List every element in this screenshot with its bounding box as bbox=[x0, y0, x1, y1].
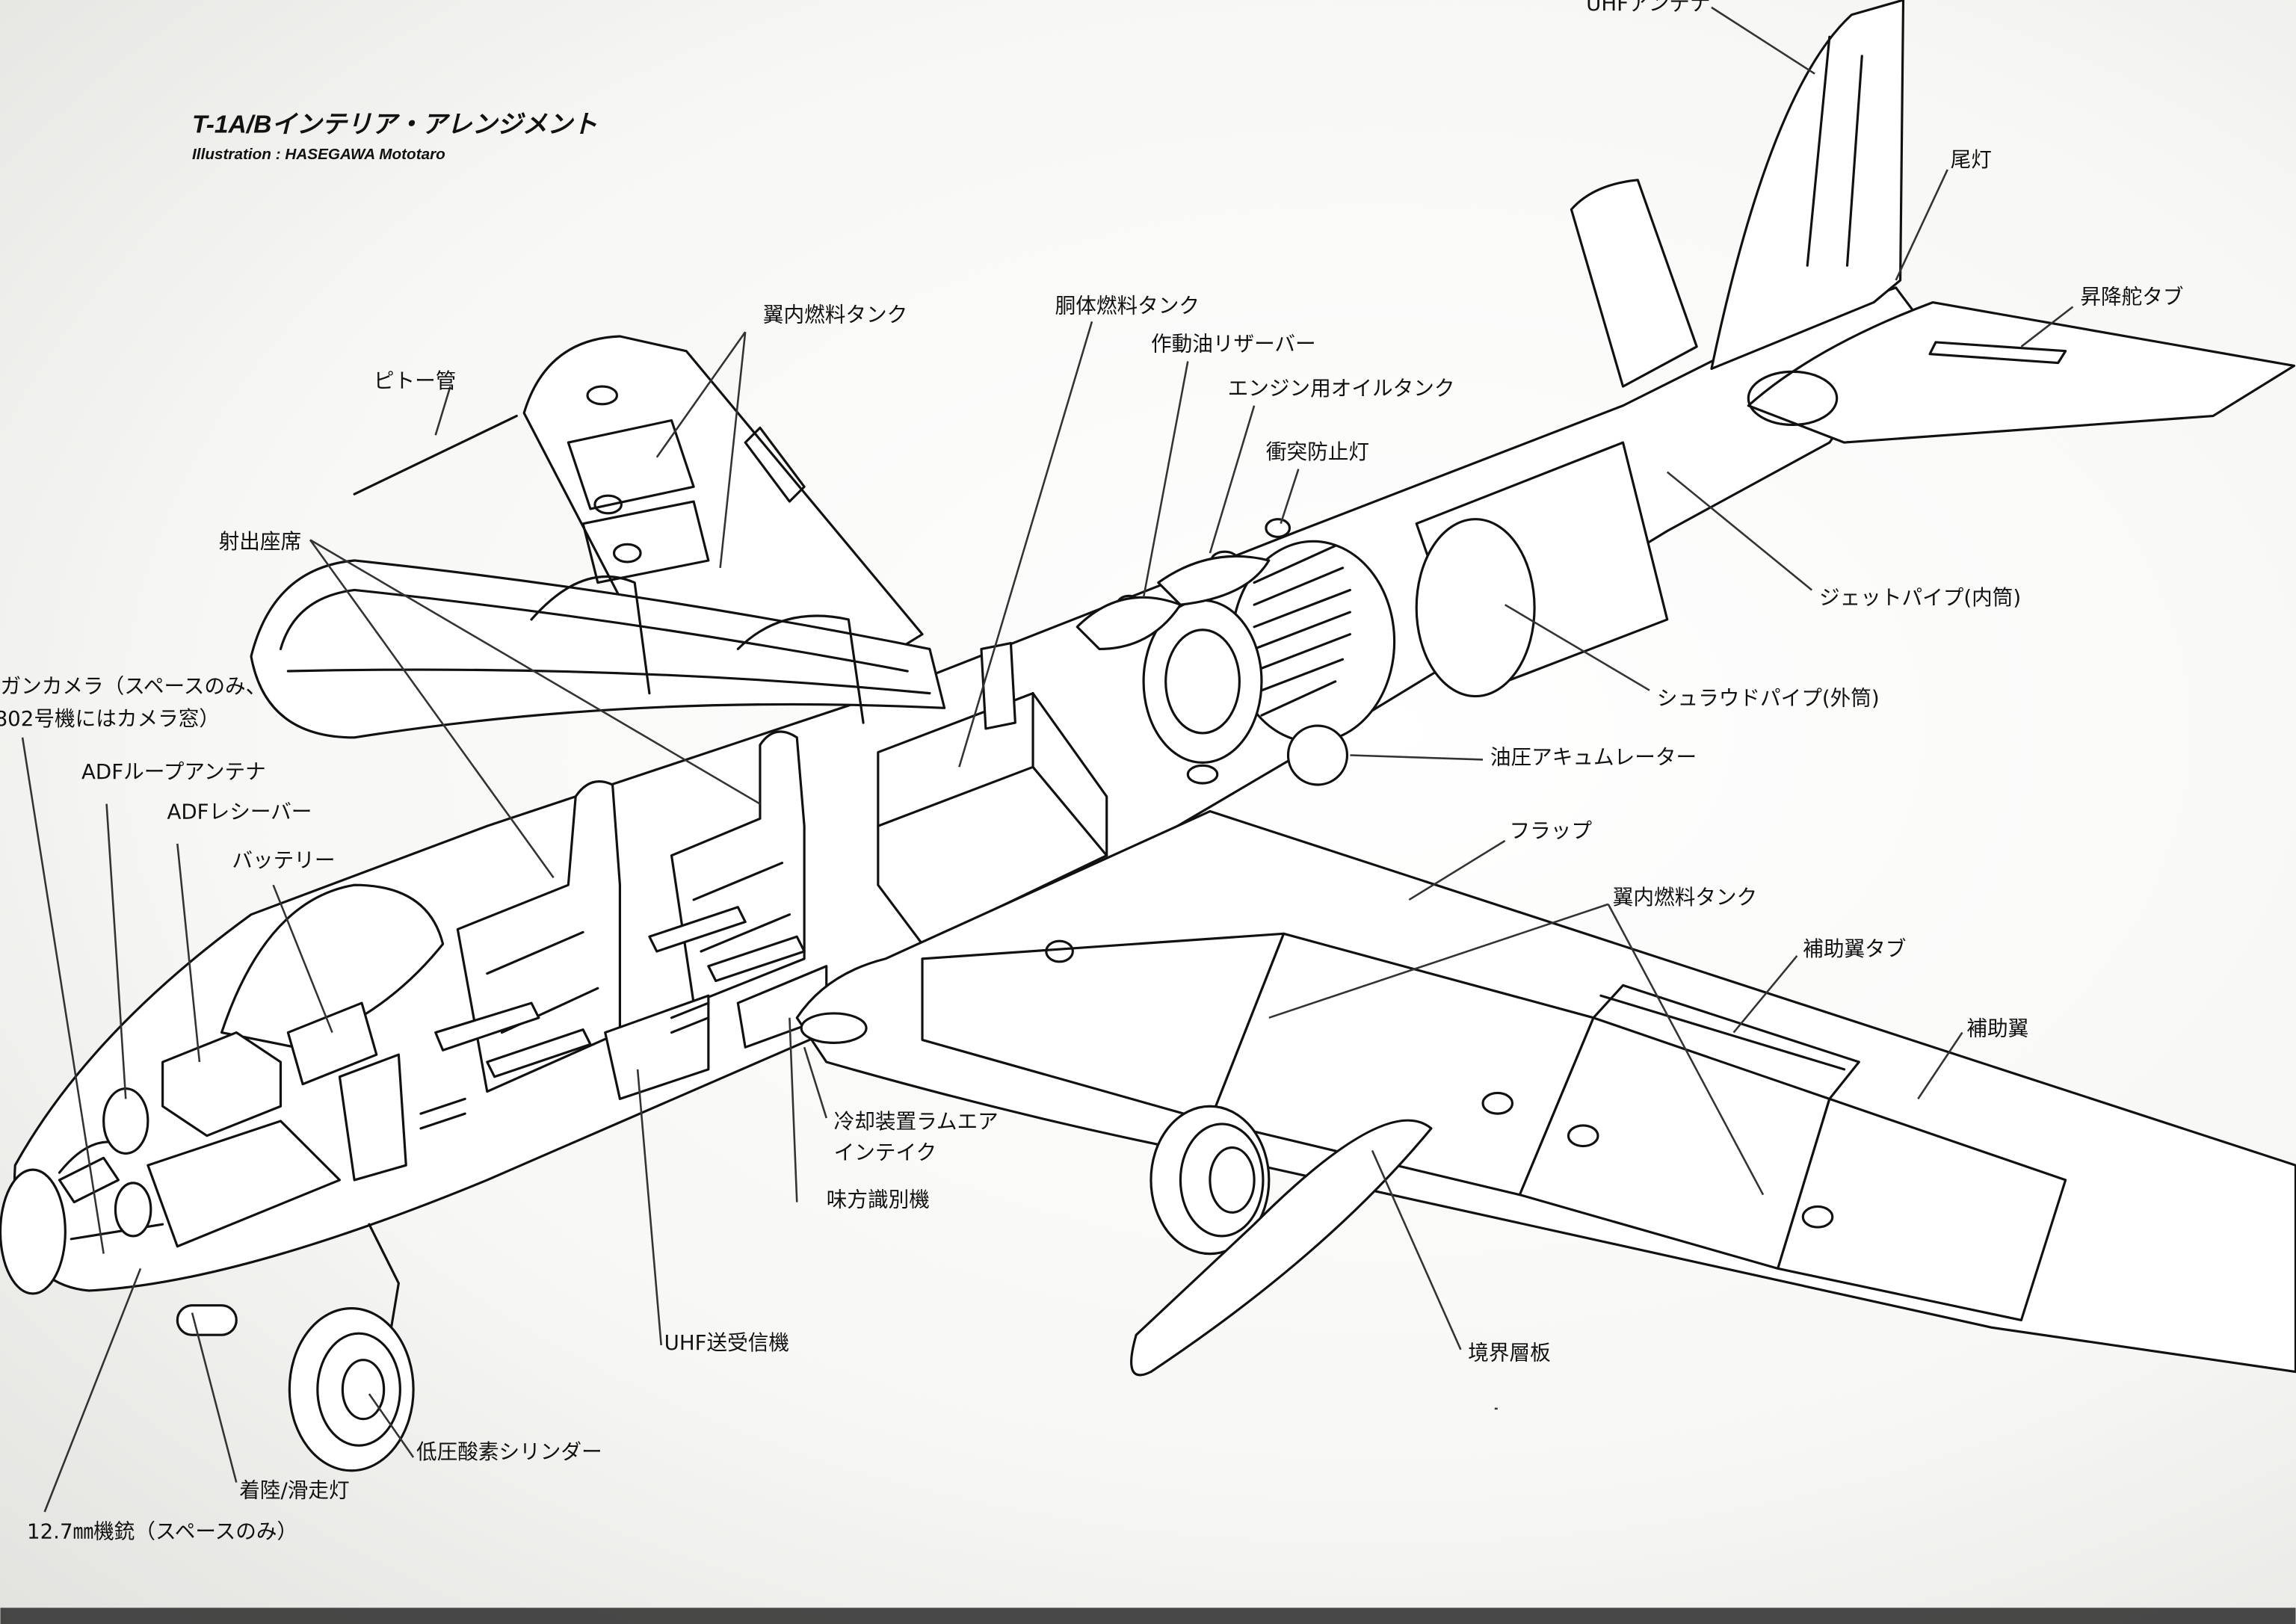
adf-receiver-box bbox=[161, 1031, 283, 1137]
label-iff: 味方識別機 bbox=[827, 1187, 930, 1211]
label-fuselage-fuel-tank: 胴体燃料タンク bbox=[1055, 293, 1200, 318]
label-oxygen-cylinder: 低圧酸素シリンダー bbox=[416, 1439, 602, 1464]
vertical-tail bbox=[1570, 0, 1905, 388]
label-boundary-layer-fence: 境界層板 bbox=[1468, 1341, 1551, 1365]
page-edge-shadow bbox=[0, 1608, 2296, 1624]
main-landing-gear bbox=[1130, 1105, 1433, 1377]
nose-intake bbox=[0, 1168, 67, 1295]
horizontal-stabilizer bbox=[1747, 301, 2296, 444]
label-elevator-tab: 昇降舵タブ bbox=[2080, 285, 2183, 309]
label-uhf-antenna: UHFアンテナ bbox=[1586, 0, 1710, 16]
label-aileron: 補助翼 bbox=[1966, 1016, 2028, 1041]
label-shroud-pipe-outer: シュラウドパイプ(外筒) bbox=[1657, 685, 1880, 710]
near-wing bbox=[795, 809, 2296, 1374]
pitot-tube bbox=[353, 414, 518, 495]
label-adf-loop-antenna: ADFループアンテナ bbox=[81, 759, 266, 784]
label-tail-light: 尾灯 bbox=[1951, 147, 1992, 172]
label-pitot-tube: ピトー管 bbox=[374, 368, 457, 393]
canopy bbox=[250, 559, 946, 739]
label-aileron-tab: 補助翼タブ bbox=[1803, 936, 1906, 961]
label-jet-pipe-inner: ジェットパイプ(内筒) bbox=[1819, 585, 2021, 610]
diagram-title: T-1A/Bインテリア・アレンジメント bbox=[192, 111, 597, 139]
label-hydraulic-accumulator: 油圧アキュムレーター bbox=[1490, 744, 1697, 769]
battery-box bbox=[286, 1001, 378, 1086]
label-wing-fuel-tank-upper: 翼内燃料タンク bbox=[763, 302, 907, 327]
label-gun-camera-line1: ガンカメラ（スペースのみ、 bbox=[0, 674, 266, 699]
engine bbox=[1076, 441, 1669, 786]
ejection-seats bbox=[434, 730, 806, 1093]
label-ram-air-intake-line2: インテイク bbox=[834, 1140, 937, 1164]
label-battery: バッテリー bbox=[232, 848, 335, 873]
label-adf-receiver: ADFレシーバー bbox=[167, 799, 312, 824]
label-wing-fuel-tank-lower: 翼内燃料タンク bbox=[1613, 885, 1757, 910]
label-landing-taxi-light: 着陸/滑走灯 bbox=[239, 1478, 349, 1502]
label-uhf-transceiver: UHF送受信機 bbox=[664, 1330, 789, 1355]
label-engine-oil-tank: エンジン用オイルタンク bbox=[1228, 376, 1455, 401]
label-flap: フラップ bbox=[1510, 818, 1593, 843]
leader-lines bbox=[21, 6, 2074, 1513]
hydraulic-accumulator bbox=[1286, 724, 1349, 786]
far-wing bbox=[522, 335, 924, 695]
label-ejection-seat: 射出座席 bbox=[219, 529, 302, 554]
label-machine-gun: 12.7㎜機銃（スペースのみ） bbox=[27, 1519, 297, 1544]
forward-avionics bbox=[58, 883, 828, 1248]
label-ram-air-intake-line1: 冷却装置ラムエア bbox=[834, 1109, 999, 1134]
illustrator-credit: Illustration : HASEGAWA Mototaro bbox=[192, 146, 445, 163]
fuselage-fuel-tank bbox=[877, 641, 1108, 945]
label-anti-collision-light: 衝突防止灯 bbox=[1266, 439, 1369, 464]
callout-labels: UHFアンテナ 尾灯 昇降舵タブ 翼内燃料タンク 胴体燃料タンク 作動油リザーバ… bbox=[0, 0, 2183, 1544]
boundary-layer-fence bbox=[1130, 1119, 1433, 1377]
label-gun-camera-line2: 802号機にはカメラ窓） bbox=[0, 706, 220, 731]
landing-light bbox=[176, 1304, 238, 1336]
label-hydraulic-reservoir: 作動油リザーバー bbox=[1151, 332, 1316, 356]
